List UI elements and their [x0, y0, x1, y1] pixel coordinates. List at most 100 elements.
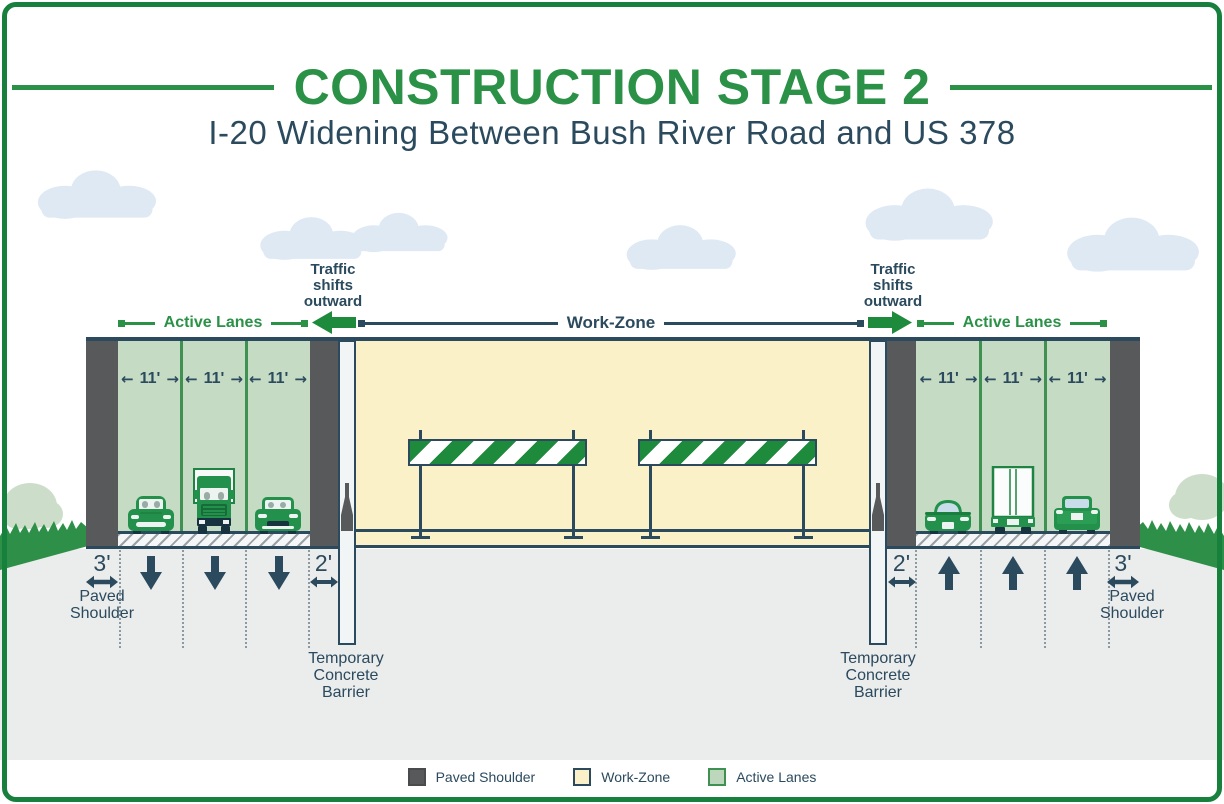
measure-cap [917, 319, 924, 327]
arrow-left-icon: ← [121, 370, 134, 388]
shoulder-width-dim-right: 3' [1106, 551, 1140, 594]
legend-item-work-zone: Work-Zone [573, 768, 670, 786]
shift-left-arrow-icon [312, 311, 356, 334]
work-zone-label: Work-Zone [566, 313, 656, 332]
bush-icon [1169, 474, 1224, 520]
lane-divider [979, 340, 982, 533]
lane-divider [245, 340, 248, 533]
arrow-left-icon: ← [249, 370, 262, 388]
traffic-down-arrow-icon [268, 556, 290, 590]
construction-barricade [408, 430, 587, 540]
traffic-up-arrow-icon [938, 556, 960, 590]
legend-label: Paved Shoulder [435, 769, 536, 785]
active-lanes-measure-left: Active Lanes [118, 314, 308, 332]
arrow-left-icon: ← [185, 370, 198, 388]
arrow-left-icon: ← [919, 370, 933, 388]
shoulder-width-dim-left: 3' [85, 551, 119, 594]
road-surface-hatch-left [118, 531, 310, 549]
legend-label: Active Lanes [736, 769, 817, 785]
arrow-right-icon: → [1093, 370, 1107, 388]
legend: Paved Shoulder Work-Zone Active Lanes [0, 768, 1224, 786]
temporary-barrier-label-right: Temporary Concrete Barrier [840, 650, 916, 701]
lane-projection-line [915, 550, 917, 648]
paved-shoulder-label-right: Paved Shoulder [1099, 588, 1165, 622]
paved-shoulder-left [86, 340, 118, 549]
traffic-shift-label-right: Traffic shifts outward [863, 261, 923, 310]
grass-icon [0, 520, 88, 570]
lane-projection-line [245, 550, 247, 648]
measure-cap [1100, 319, 1107, 327]
inner-shoulder-right [887, 340, 916, 549]
legend-swatch [708, 768, 727, 786]
bush-icon [3, 483, 63, 529]
title-rule-left [12, 84, 274, 90]
inner-shoulder-left [310, 340, 338, 549]
lane-width-label: ← 11' → [984, 370, 1042, 388]
lane-projection-line [308, 550, 310, 648]
temporary-barrier-label-left: Temporary Concrete Barrier [308, 650, 384, 701]
measure-cap [857, 319, 864, 327]
page-subtitle: I-20 Widening Between Bush River Road an… [208, 114, 1016, 151]
page-title: CONSTRUCTION STAGE 2 [293, 59, 931, 115]
grass-icon [1136, 520, 1224, 570]
title-rule-right [950, 84, 1213, 90]
header: CONSTRUCTION STAGE 2 [12, 58, 1213, 116]
road-top-line [86, 337, 1140, 341]
legend-item-active-lanes: Active Lanes [708, 768, 816, 786]
work-zone-measure: Work-Zone [358, 313, 864, 332]
construction-barricade [638, 430, 817, 540]
lane-divider [1044, 340, 1047, 533]
ground [0, 549, 1224, 760]
lane-width-label: ← 11' → [919, 370, 978, 388]
active-lanes-measure-right: Active Lanes [917, 314, 1107, 332]
measure-cap [358, 319, 365, 327]
lane-width-label: ← 11' → [185, 370, 243, 388]
traffic-up-arrow-icon [1002, 556, 1024, 590]
work-zone-floor-line [356, 529, 869, 532]
traffic-shift-label-left: Traffic shifts outward [303, 261, 363, 310]
arrow-left-icon: ← [1048, 370, 1062, 388]
active-lanes-label-right: Active Lanes [962, 314, 1062, 331]
barricade-striped-bar [638, 439, 817, 466]
pickup-rear-icon [1054, 496, 1100, 534]
box-truck-rear-icon [991, 466, 1035, 534]
legend-label: Work-Zone [601, 769, 671, 785]
suv-front-icon [255, 497, 301, 534]
lane-width-label: ← 11' → [249, 370, 307, 388]
traffic-up-arrow-icon [1066, 556, 1088, 590]
lane-projection-line [182, 550, 184, 648]
sedan-front-icon [128, 496, 174, 534]
cloud-icon [1067, 217, 1199, 272]
arrow-right-icon: → [166, 370, 179, 388]
double-arrow-icon [86, 575, 118, 589]
shift-right-arrow-icon [868, 311, 912, 334]
lane-projection-line [1108, 550, 1110, 648]
double-arrow-icon [887, 576, 916, 588]
temporary-concrete-barrier-left [338, 340, 356, 645]
lane-projection-line [1044, 550, 1046, 648]
barricade-striped-bar [408, 439, 587, 466]
road-surface-hatch-right [916, 531, 1110, 549]
lane-projection-line [119, 550, 121, 648]
lane-width-label: ← 11' → [121, 370, 179, 388]
measure-cap [301, 319, 308, 327]
cloud-icon [865, 188, 993, 241]
temporary-concrete-barrier-right [869, 340, 887, 645]
traffic-down-arrow-icon [204, 556, 226, 590]
cloud-icon [37, 170, 157, 219]
double-arrow-icon [309, 576, 338, 588]
sports-car-rear-icon [925, 500, 971, 534]
truck-front-icon [193, 468, 235, 534]
arrow-right-icon: → [230, 370, 243, 388]
cloud-icon [260, 217, 365, 260]
measure-cap [118, 319, 125, 327]
jersey-barrier-icon [341, 483, 353, 531]
barrier-gap-dim-right: 2' [887, 551, 916, 594]
lane-width-label: ← 11' → [1048, 370, 1107, 388]
jersey-barrier-icon [872, 483, 884, 531]
arrow-right-icon: → [964, 370, 978, 388]
paved-shoulder-label-left: Paved Shoulder [69, 588, 135, 622]
paved-shoulder-right [1110, 340, 1140, 549]
cloud-icon [351, 212, 448, 253]
